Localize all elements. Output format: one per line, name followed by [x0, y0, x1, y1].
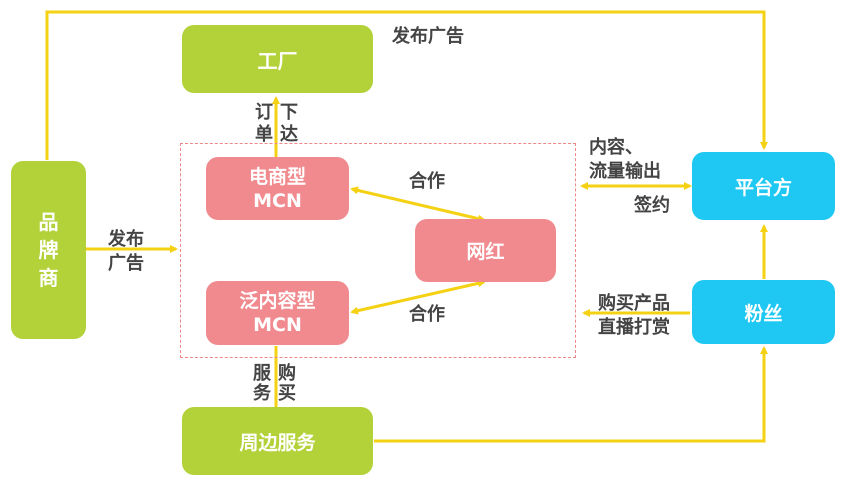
general-influencer-arrow	[350, 279, 486, 315]
buy-reward-line1: 购买产品	[598, 293, 670, 314]
ecommerce-influencer-arrow	[350, 186, 486, 223]
influencer-label: 网红	[466, 241, 505, 263]
platform-label: 平台方	[734, 176, 792, 199]
influencer-node: 网红	[415, 219, 556, 282]
publish-ad-left-line1: 发布	[108, 229, 144, 250]
order-col2-char1: 下	[280, 102, 298, 123]
ecommerce-mcn-node: 电商型 MCN	[206, 157, 349, 220]
service-col2-char2: 买	[278, 383, 296, 404]
publish-ad-top-label: 发布广告	[392, 26, 464, 47]
service-label-col2: 购 买	[278, 364, 296, 404]
content-output-line2: 流量输出	[589, 161, 661, 182]
order-col2-char2: 达	[280, 124, 298, 145]
general-mcn-line1: 泛内容型	[239, 290, 316, 312]
cooperate-bottom-label: 合作	[409, 304, 445, 325]
service-col2-char1: 购	[278, 363, 296, 384]
content-output-label: 内容、 流量输出	[589, 136, 661, 184]
services-node: 周边服务	[182, 407, 373, 475]
platform-node: 平台方	[692, 152, 835, 220]
order-col1-char1: 订	[255, 102, 273, 123]
factory-node: 工厂	[182, 25, 373, 93]
service-col1-char1: 服	[253, 363, 271, 384]
order-col1-char2: 单	[255, 124, 273, 145]
fans-node: 粉丝	[692, 280, 835, 344]
mcn-region	[180, 143, 576, 358]
services-label: 周边服务	[239, 431, 316, 454]
brand-node: 品 牌 商	[11, 161, 86, 339]
sign-label: 签约	[634, 195, 670, 216]
brand-to-platform-line	[45, 10, 768, 160]
ecommerce-mcn-line1: 电商型	[248, 165, 306, 188]
content-output-line1: 内容、	[589, 137, 643, 158]
order-label-col1: 订 单	[255, 102, 273, 146]
fans-label: 粉丝	[744, 302, 783, 325]
service-label-col1: 服 务	[253, 364, 271, 404]
factory-label: 工厂	[257, 48, 298, 73]
services-to-fans-line	[374, 346, 768, 443]
service-col1-char2: 务	[253, 383, 271, 404]
buy-reward-line2: 直播打赏	[598, 317, 670, 338]
ecommerce-mcn-line2: MCN	[253, 189, 302, 212]
order-label-col2: 下 达	[280, 102, 298, 146]
cooperate-top-label: 合作	[409, 171, 445, 192]
general-mcn-node: 泛内容型 MCN	[206, 281, 349, 345]
buy-reward-label: 购买产品 直播打赏	[598, 292, 670, 340]
publish-ad-left-label: 发布 广告	[108, 228, 144, 276]
brand-label: 品 牌 商	[38, 210, 59, 290]
general-mcn-line2: MCN	[253, 314, 302, 336]
publish-ad-left-line2: 广告	[108, 253, 144, 274]
